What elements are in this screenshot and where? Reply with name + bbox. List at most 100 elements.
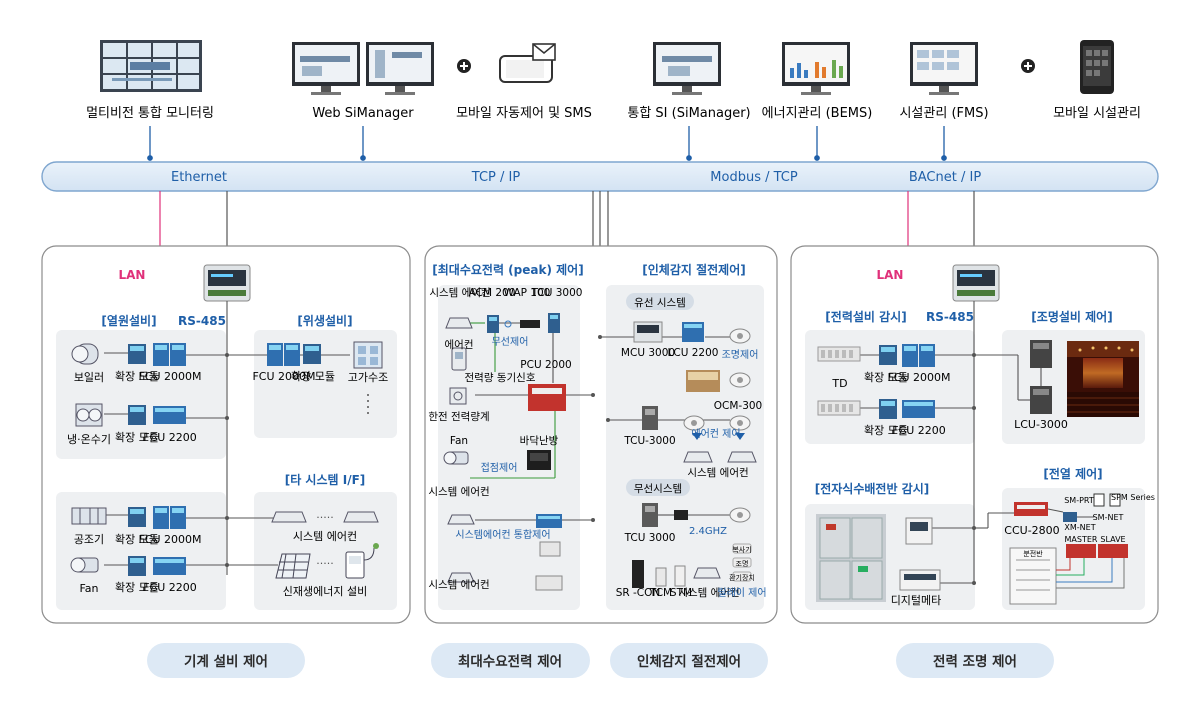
subpanel-peak <box>438 285 580 610</box>
slave-label: SLAVE <box>1100 535 1125 544</box>
peak-sysac-bot-label: 시스템 에어컨 <box>428 579 489 591</box>
exp-label-4: 확장 모듈 <box>115 533 159 546</box>
rs485-converter-2 <box>952 264 1000 302</box>
hygiene-title: [위생설비] <box>297 313 352 328</box>
peak-wiring <box>470 322 593 521</box>
switch-label-3: 환기장치 <box>729 573 755 582</box>
wireless-pill <box>626 479 690 496</box>
bus-ethernet: Ethernet <box>171 170 227 185</box>
td-label: TD <box>831 377 847 390</box>
contact-ctrl-label: 접점제어 <box>481 462 518 474</box>
tab-power-label: 전력 조명 제어 <box>933 653 1017 670</box>
tab-mechanical[interactable] <box>147 643 305 678</box>
other-if-title: [타 시스템 I/F] <box>285 472 366 487</box>
plus-icon <box>457 59 471 73</box>
water-tank-icon <box>353 341 383 369</box>
exp-label-2: 확장 모듈 <box>115 431 159 444</box>
fms-monitor-icon <box>910 42 978 95</box>
switch-label-1: 복사기 <box>732 545 751 554</box>
light-ctrl-label: 조명제어 <box>722 349 759 361</box>
fcu2200-label-1: FCU 2200 <box>143 431 197 444</box>
tab-peak[interactable] <box>431 643 590 678</box>
bus-bacnet: BACnet / IP <box>909 170 981 185</box>
wireless-label: 무선시스템 <box>634 483 682 495</box>
top-connectors <box>147 126 947 161</box>
heat-ctrl-title: [전열 제어] <box>1043 466 1102 481</box>
power-fcu2000-label: FCU 2000M <box>887 371 950 384</box>
fcu2000-label-2: FCU 2000M <box>252 370 315 383</box>
wired-pill <box>626 293 694 310</box>
meter-label: 디지털메타 <box>891 594 942 607</box>
smnet-label: SM-NET <box>1093 513 1124 522</box>
web-monitor-icon <box>292 42 434 95</box>
solar-panel-icon <box>275 553 311 579</box>
peak-fan-label: Fan <box>450 435 468 447</box>
power-lan-label: LAN <box>877 268 904 282</box>
ghz-label: 2.4GHZ <box>689 526 727 537</box>
stm-label: STM <box>670 587 692 599</box>
mech-rs485-label: RS-485 <box>178 314 226 328</box>
power-fcu2200-label: FCU 2200 <box>892 424 946 437</box>
motion-sysac2-label: 시스템 에어컨 <box>678 587 739 599</box>
label-integrated-si: 통합 SI (SiManager) <box>627 106 750 121</box>
master-label: MASTER <box>1065 535 1098 544</box>
heat-ctrl-devices <box>1009 493 1128 605</box>
plus-icon-2 <box>1021 59 1035 73</box>
fcu2000-label-3: FCU 2000M <box>138 533 201 546</box>
label-mobile-facility: 모바일 시설관리 <box>1053 106 1141 121</box>
si-monitor-icon <box>653 42 721 95</box>
renew-label: 신재생에너지 설비 <box>283 585 367 598</box>
auditorium-photo <box>1067 341 1139 417</box>
spm-label: SPM Series <box>1111 493 1155 502</box>
system-ac-icons <box>271 511 379 523</box>
chiller-icon <box>75 403 103 427</box>
exp-label-5: 확장 모듈 <box>115 581 159 594</box>
ocm-label: OCM-300 <box>714 400 763 412</box>
tcu-label: TCU 3000 <box>531 287 583 299</box>
tank-label: 고가수조 <box>348 371 388 384</box>
tcm-label: TCM <box>649 587 672 599</box>
smprt-label: SM-PRT <box>1064 496 1094 505</box>
tab-mechanical-label: 기계 설비 제어 <box>184 653 268 670</box>
motion-device-icons <box>632 321 757 588</box>
renew-dots: ····· <box>316 557 333 570</box>
srcon-label: SR -CON <box>616 587 661 599</box>
tab-power[interactable] <box>896 643 1054 678</box>
switchgear-title: [전자식수배전반 감시] <box>815 481 930 496</box>
controller-module-icons <box>128 343 321 576</box>
peak-sysac-mid-label: 시스템 에어컨 <box>428 486 489 498</box>
ahu-label: 공조기 <box>74 533 104 546</box>
acm-label: ACM 200 <box>469 287 516 299</box>
elec-title: [전력설비 감시] <box>825 309 906 324</box>
wap-label: WAP 100 <box>504 287 551 299</box>
peak-device-icons <box>443 313 566 591</box>
motion-wiring <box>600 336 735 516</box>
bems-monitor-icon <box>782 42 850 95</box>
exp-label-1: 확장 모듈 <box>115 370 159 383</box>
ac-ctrl-label: 에어컨 제어 <box>691 428 740 440</box>
ahu-icon <box>71 507 107 525</box>
multivision-wall-icon <box>100 40 202 92</box>
motion-sysac-label: 시스템 에어컨 <box>687 467 748 479</box>
panel-label: 분전반 <box>1023 549 1043 558</box>
lcu2200-label: LCU 2200 <box>668 347 719 359</box>
label-fms: 시설관리 (FMS) <box>899 106 988 121</box>
tcu3000-wireless-label: TCU 3000 <box>624 532 676 544</box>
bus-modbus: Modbus / TCP <box>710 170 798 185</box>
ac-label: 에어컨 <box>445 339 474 351</box>
label-bems: 에너지관리 (BEMS) <box>762 106 873 121</box>
label-multivision: 멀티비전 통합 모니터링 <box>86 106 214 121</box>
boiler-icon <box>71 343 99 365</box>
power-device-icons <box>817 340 1052 419</box>
rs485-converter <box>203 264 251 302</box>
power-sync-label: 전력량 동기신호 <box>465 372 536 384</box>
chiller-label: 냉·온수기 <box>67 433 111 446</box>
kepco-meter-label: 한전 전력량계 <box>428 411 489 423</box>
fcu2200-label-2: FCU 2200 <box>143 581 197 594</box>
tab-motion[interactable] <box>610 643 768 678</box>
bus-tcpip: TCP / IP <box>471 170 521 185</box>
heat-title: [열원설비] <box>101 313 156 328</box>
lcu3000-label: LCU-3000 <box>1014 418 1068 431</box>
subpanel-motion <box>606 285 764 610</box>
